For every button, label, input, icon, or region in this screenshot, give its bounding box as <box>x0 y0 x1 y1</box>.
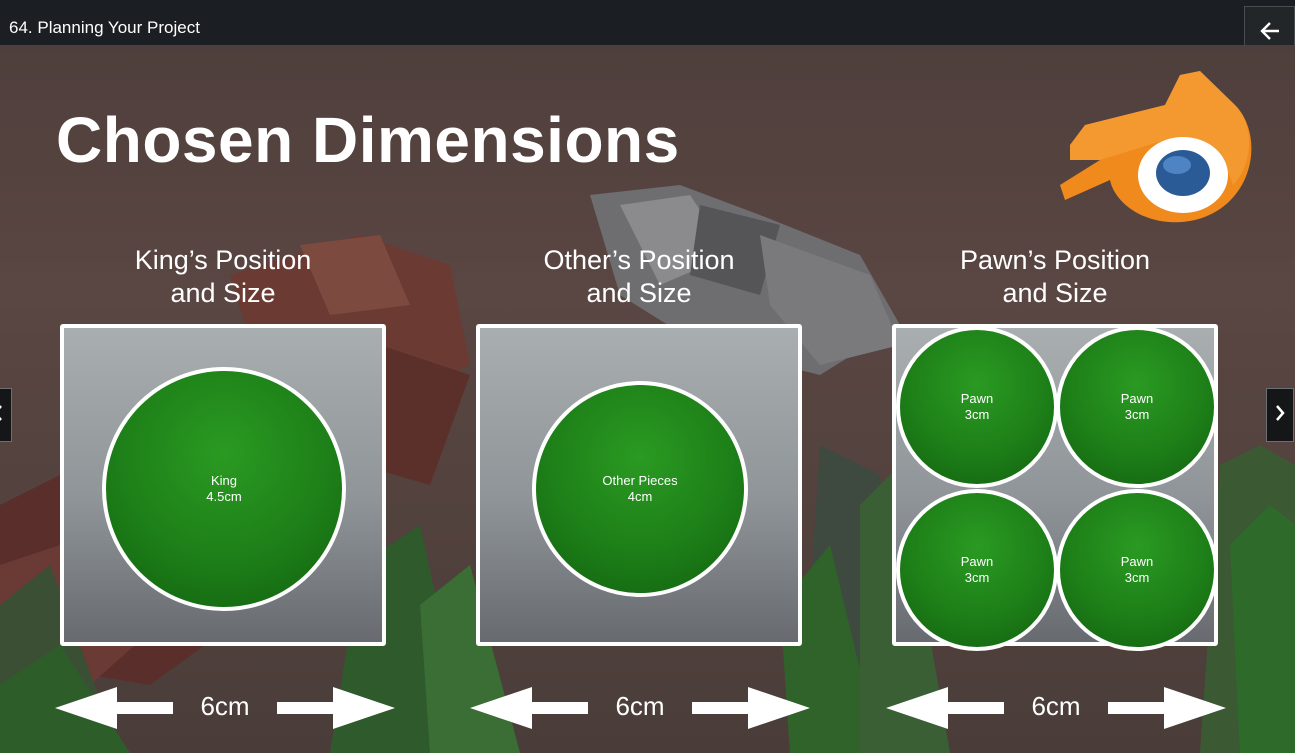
blender-logo-icon <box>1055 65 1255 230</box>
double-arrow-icon <box>886 687 1226 729</box>
king-heading-line1: King’s Position <box>134 245 312 275</box>
piece-size: 3cm <box>1124 570 1150 585</box>
dimension-label: 6cm <box>200 691 250 721</box>
pawns-heading-line1: Pawn’s Position <box>959 245 1151 275</box>
piece-label: Pawn <box>1120 554 1154 569</box>
pawns-dimension: 6cm <box>886 685 1226 735</box>
piece-label: Other Pieces <box>602 473 678 488</box>
lecture-title: 64. Planning Your Project <box>9 18 200 37</box>
dimension-label: 6cm <box>1031 691 1081 721</box>
king-dimension: 6cm <box>55 685 395 735</box>
piece-label: Pawn <box>1120 391 1154 406</box>
piece-size: 3cm <box>964 407 990 422</box>
piece-size: 3cm <box>1124 407 1150 422</box>
piece-size: 4.5cm <box>206 489 242 504</box>
pawns-board: Pawn 3cm Pawn 3cm Pawn 3cm Pawn 3cm <box>892 324 1218 651</box>
pawn-piece: Pawn 3cm <box>896 326 1058 488</box>
king-piece: King 4.5cm <box>102 367 346 611</box>
others-board: Other Pieces 4cm <box>476 324 802 646</box>
others-dimension: 6cm <box>470 685 810 735</box>
others-heading-line2: and Size <box>586 278 692 308</box>
double-arrow-icon <box>55 687 395 729</box>
slide-title: Chosen Dimensions <box>56 104 680 176</box>
arrow-left-icon <box>1259 21 1281 46</box>
others-heading-line1: Other’s Position <box>543 245 735 275</box>
king-board: King 4.5cm <box>60 324 386 646</box>
pawn-piece: Pawn 3cm <box>1056 489 1218 651</box>
piece-label: Pawn <box>960 554 994 569</box>
piece-label: King <box>210 473 238 488</box>
chevron-right-icon <box>1274 404 1286 427</box>
others-heading: Other’s Position and Size <box>474 244 804 310</box>
pawn-piece: Pawn 3cm <box>896 489 1058 651</box>
piece-size: 3cm <box>964 570 990 585</box>
piece-label: Pawn <box>960 391 994 406</box>
next-slide-button[interactable] <box>1266 388 1294 442</box>
piece-size: 4cm <box>627 489 653 504</box>
king-heading-line2: and Size <box>170 278 276 308</box>
chevron-left-icon <box>0 404 4 427</box>
king-heading: King’s Position and Size <box>58 244 388 310</box>
pawn-piece: Pawn 3cm <box>1056 326 1218 488</box>
other-piece: Other Pieces 4cm <box>532 381 748 597</box>
title-bar: 64. Planning Your Project <box>0 0 1295 45</box>
slide: Chosen Dimensions King’s Position and Si… <box>0 45 1295 753</box>
pawns-heading: Pawn’s Position and Size <box>890 244 1220 310</box>
pawns-heading-line2: and Size <box>1002 278 1108 308</box>
double-arrow-icon <box>470 687 810 729</box>
previous-slide-button[interactable] <box>0 388 12 442</box>
dimension-label: 6cm <box>615 691 665 721</box>
